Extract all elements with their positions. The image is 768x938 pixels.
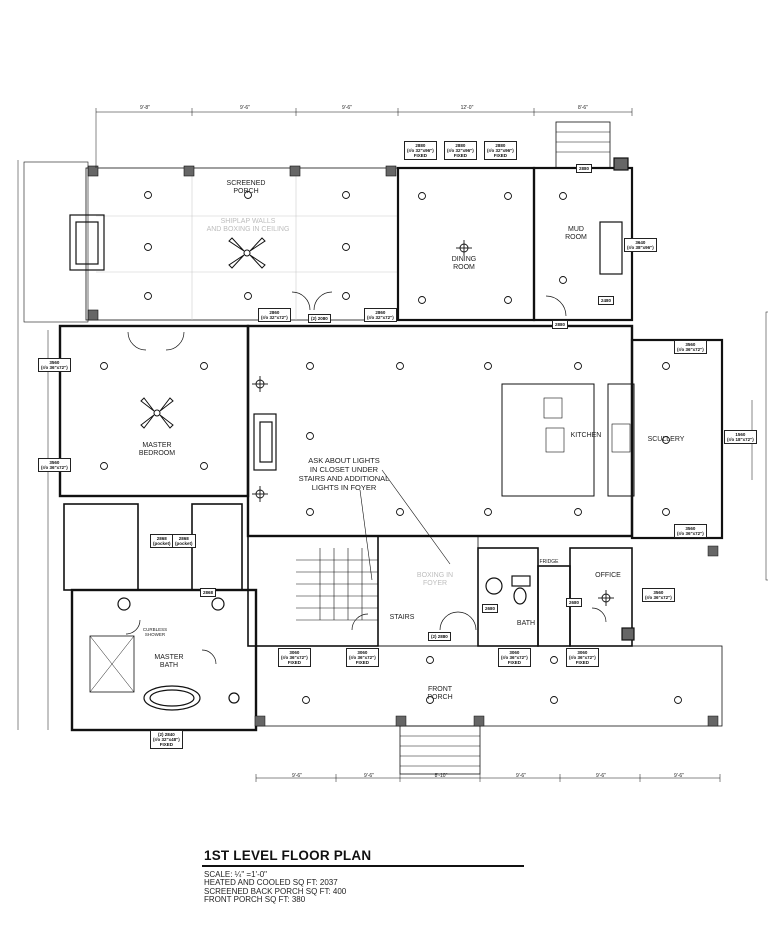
plan-title: 1ST LEVEL FLOOR PLAN bbox=[204, 848, 372, 863]
window-tag-bedroom-2: 3560 (r/o 36"x72") bbox=[38, 458, 71, 472]
door-tag-bath: 2868 bbox=[200, 588, 217, 597]
window-tag-bedroom-1: 3560 (r/o 36"x72") bbox=[38, 358, 71, 372]
door-tag-mud-2: 2880 bbox=[552, 320, 569, 329]
window-tag-scullery-bottom: 3560 (r/o 36"x72") bbox=[674, 524, 707, 538]
dimension-bottom-5: 9'-6" bbox=[596, 773, 606, 779]
window-tag-dining-2: 2880 (r/o 32"x96") FIXED bbox=[444, 141, 477, 160]
door-tag-closet-1: 2868 (pocket) bbox=[150, 534, 174, 548]
lighting-note: ASK ABOUT LIGHTS IN CLOSET UNDER STAIRS … bbox=[298, 456, 390, 492]
room-label-scullery: SCULLERY bbox=[647, 436, 685, 443]
room-label-screened-porch: SCREENED PORCH bbox=[226, 180, 266, 195]
dimension-bottom-6: 9'-6" bbox=[674, 773, 684, 779]
dimension-top-2: 9'-6" bbox=[240, 105, 250, 111]
door-tag-porch-3: 2860 (r/o 32"x72") bbox=[364, 308, 397, 322]
room-label-fridge: FRIDGE bbox=[539, 559, 559, 565]
dimension-top-1: 9'-8" bbox=[140, 105, 150, 111]
room-label-master-bedroom: MASTER BEDROOM bbox=[138, 442, 176, 457]
room-label-dining-room: DINING ROOM bbox=[451, 256, 477, 271]
window-tag-dining-3: 2880 (r/o 32"x96") FIXED bbox=[484, 141, 517, 160]
window-tag-master-bath: (2) 2840 (r/o 32"x48") FIXED bbox=[150, 730, 183, 749]
window-tag-scullery-top: 3560 (r/o 36"x72") bbox=[674, 340, 707, 354]
window-tag-front-3: 3060 (r/o 36"x72") FIXED bbox=[498, 648, 531, 667]
scale-text: SCALE: ¼" =1'-0" bbox=[204, 870, 268, 879]
door-tag-entry: (2) 2880 bbox=[428, 632, 451, 641]
door-tag-mud-1: 2880 bbox=[576, 164, 593, 173]
room-label-front-porch: FRONT PORCH bbox=[427, 686, 453, 701]
title-block: 1ST LEVEL FLOOR PLAN SCALE: ¼" =1'-0" HE… bbox=[202, 848, 532, 905]
window-tag-dining-1: 2880 (r/o 32"x96") FIXED bbox=[404, 141, 437, 160]
room-label-mud-room: MUD ROOM bbox=[565, 226, 587, 241]
window-tag-office: 3560 (r/o 36"x72") bbox=[642, 588, 675, 602]
dimension-top-5: 8'-6" bbox=[578, 105, 588, 111]
window-tag-front-2: 3060 (r/o 36"x72") FIXED bbox=[346, 648, 379, 667]
door-tag-powder: 2680 bbox=[482, 604, 499, 613]
door-tag-closet-2: 2868 (pocket) bbox=[172, 534, 196, 548]
window-tag-mud-side: 3640 (r/o 38"x96") bbox=[624, 238, 657, 252]
title-underline bbox=[202, 865, 524, 867]
window-tag-front-4: 3060 (r/o 36"x72") FIXED bbox=[566, 648, 599, 667]
room-label-bath: BATH bbox=[516, 620, 536, 627]
room-label-office: OFFICE bbox=[595, 572, 621, 579]
front-porch-sqft-text: FRONT PORCH SQ FT: 380 bbox=[204, 895, 306, 905]
window-tag-front-1: 3060 (r/o 36"x72") FIXED bbox=[278, 648, 311, 667]
door-tag-porch-2: (2) 2080 bbox=[308, 314, 331, 323]
dimension-bottom-2: 9'-6" bbox=[364, 773, 374, 779]
window-tag-scullery-side: 1560 (r/o 18"x72") bbox=[724, 430, 757, 444]
dimension-bottom-4: 9'-6" bbox=[516, 773, 526, 779]
door-tag-pantry: 2680 bbox=[566, 598, 583, 607]
room-label-kitchen: KITCHEN bbox=[570, 432, 602, 439]
room-note-boxing-foyer: BOXING IN FOYER bbox=[416, 572, 454, 587]
room-label-curbless-shower: CURBLESS SHOWER bbox=[142, 627, 168, 637]
dimension-top-4: 12'-0" bbox=[460, 105, 474, 111]
room-label-stairs: STAIRS bbox=[389, 614, 415, 621]
room-note-shiplap: SHIPLAP WALLS AND BOXING IN CEILING bbox=[206, 218, 290, 233]
dimension-bottom-3: 8'-10" bbox=[434, 773, 448, 779]
door-tag-mud-3: 2480 bbox=[598, 296, 615, 305]
door-tag-porch-1: 2860 (r/o 32"x72") bbox=[258, 308, 291, 322]
room-label-master-bath: MASTER BATH bbox=[154, 654, 184, 669]
dimension-top-3: 9'-6" bbox=[342, 105, 352, 111]
dimension-bottom-1: 9'-6" bbox=[292, 773, 302, 779]
screened-porch-sqft-text: SCREENED BACK PORCH SQ FT: 400 bbox=[204, 886, 347, 896]
heated-sqft-text: HEATED AND COOLED SQ FT: 2037 bbox=[204, 878, 338, 888]
